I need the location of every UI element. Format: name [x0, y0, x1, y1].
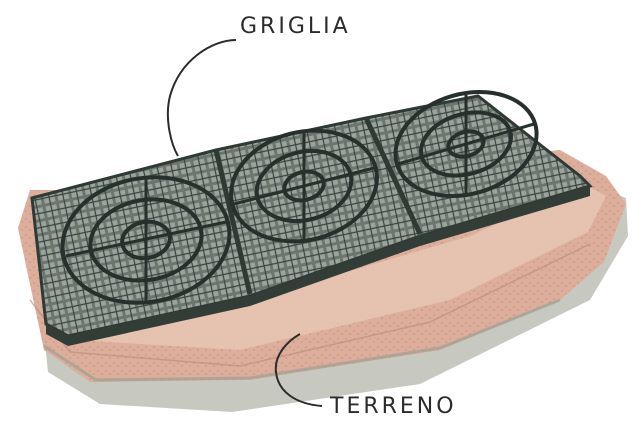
ground-label: TERRENO	[330, 394, 457, 419]
grid-leader-line	[168, 40, 236, 156]
grid-label: GRIGLIA	[240, 14, 351, 39]
